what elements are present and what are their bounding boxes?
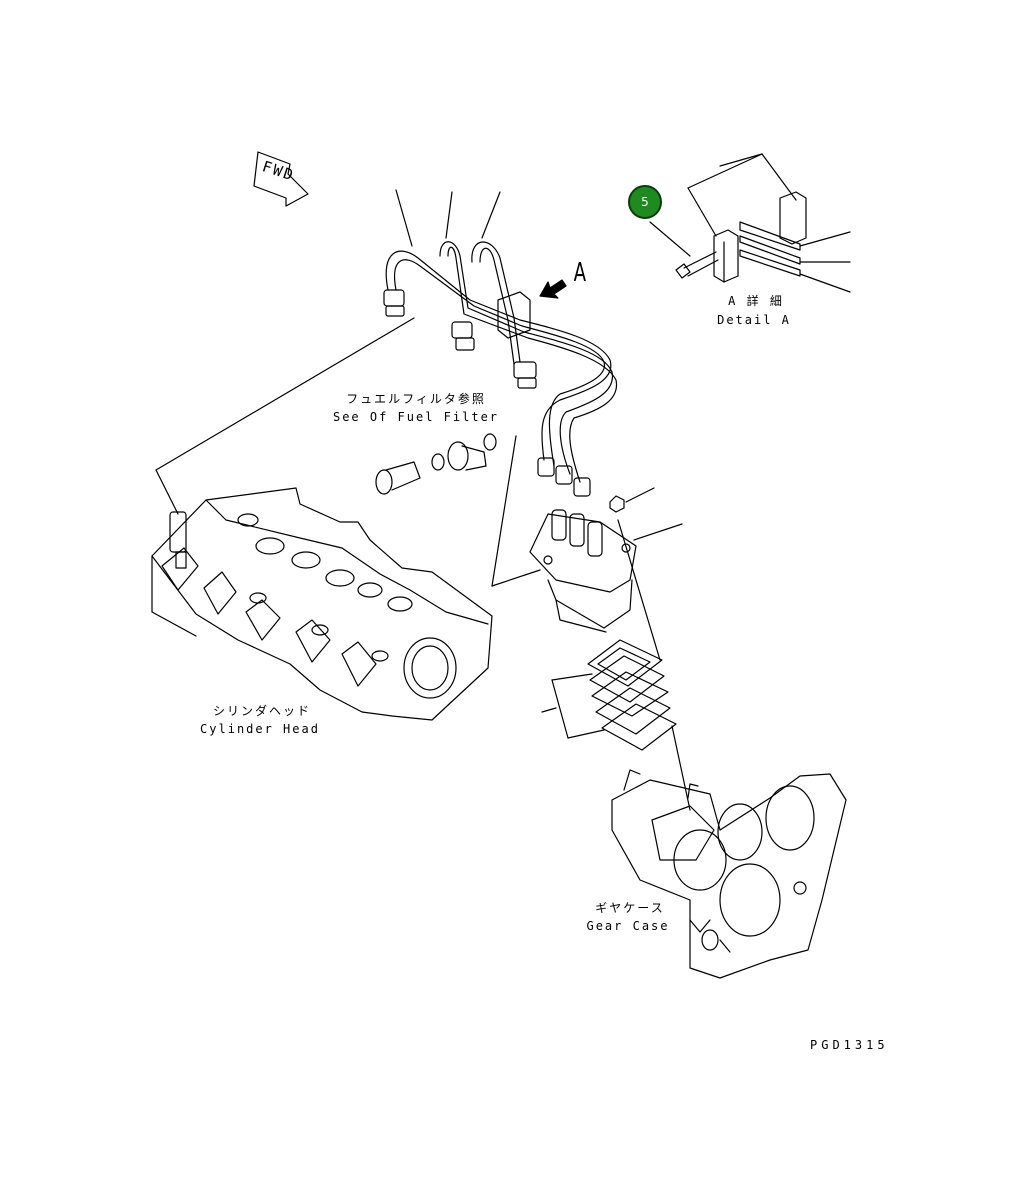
fuel-injection-pump [529,487,683,661]
drawing-code: PGD1315 [810,1038,889,1052]
gear-case [611,769,847,979]
part-callout-5[interactable]: 5 [628,185,662,219]
fuel-filter-jp-label: フュエルフィルタ参照 [346,392,486,406]
gear-case-jp-label: ギヤケース [595,901,665,915]
callout-number: 5 [641,195,649,209]
cylinder-head-jp-label: シリンダヘッド [212,704,312,718]
fwd-arrow-icon [253,151,309,207]
injection-pipes [155,189,618,515]
fuel-filter-en-label: See Of Fuel Filter [332,410,500,424]
gear-case-en-label: Gear Case [586,919,670,933]
pump-gaskets [541,639,691,811]
detail-a-en-label: Detail A [717,313,791,327]
cylinder-head [151,487,493,721]
banjo-fitting-parts [375,433,541,587]
detail-a-clamp [649,153,851,293]
detail-a-jp-label: A 詳 細 [728,294,784,308]
view-marker-a: A [573,258,587,288]
view-a-arrow-icon [539,279,567,299]
cylinder-head-en-label: Cylinder Head [200,722,320,736]
